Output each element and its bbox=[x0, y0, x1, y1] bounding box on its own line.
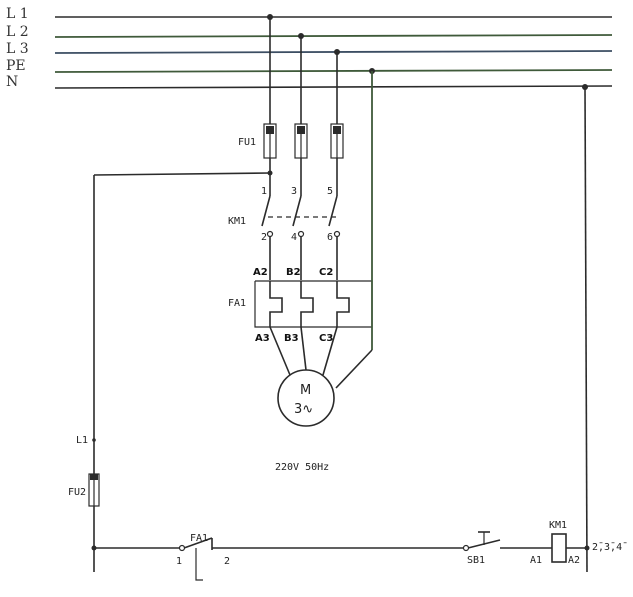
rail-l2 bbox=[54, 34, 613, 38]
km1-terminal-6: 6 bbox=[327, 232, 333, 243]
fa1-nc-contact bbox=[178, 537, 213, 581]
km1-terminal-4: 4 bbox=[291, 232, 297, 243]
supply-rating: 220V 50Hz bbox=[275, 462, 329, 473]
km1-coil bbox=[551, 533, 567, 563]
rail-label-l1: L 1 bbox=[6, 6, 29, 22]
rail-pe bbox=[54, 69, 613, 73]
fa1-label-b2: B2 bbox=[286, 267, 301, 278]
km1-terminal-1: 1 bbox=[261, 186, 267, 197]
km1-terminal-5: 5 bbox=[327, 186, 333, 197]
km1-terminal-3: 3 bbox=[291, 186, 297, 197]
fa1-label-c2: C2 bbox=[319, 267, 333, 278]
km1-coil-label: KM1 bbox=[549, 520, 567, 531]
fuse-fu1-label: FU1 bbox=[238, 137, 256, 148]
coil-terminal-a1: A1 bbox=[530, 555, 542, 566]
sb1-start-button bbox=[462, 531, 501, 552]
l1-tap-label: L1 bbox=[76, 435, 88, 446]
junction-neutral bbox=[584, 545, 590, 551]
wire-pe-motor bbox=[335, 349, 373, 389]
motor bbox=[277, 369, 335, 427]
rail-label-l3: L 3 bbox=[6, 41, 29, 57]
rail-label-n: N bbox=[6, 74, 18, 90]
sb1-label: SB1 bbox=[467, 555, 485, 566]
fa1-label-a2: A2 bbox=[253, 267, 268, 278]
coil-terminal-a2: A2 bbox=[568, 555, 580, 566]
fa1-contact-terminal-2: 2 bbox=[224, 556, 230, 567]
fuse-fu2 bbox=[88, 473, 100, 507]
control-tap-wire bbox=[93, 172, 271, 176]
fa1-contact-terminal-1: 1 bbox=[176, 556, 182, 567]
rail-n bbox=[54, 85, 613, 89]
aux-contacts-label: 2̄,3̄,4̄ bbox=[592, 542, 627, 553]
neutral-return bbox=[584, 86, 588, 573]
overload-relay-fa1 bbox=[254, 280, 373, 328]
fa1-label-c3: C3 bbox=[319, 333, 333, 344]
motor-label: M bbox=[300, 383, 311, 398]
rail-l3 bbox=[54, 50, 613, 54]
fa1-label: FA1 bbox=[228, 298, 246, 309]
fa1-label-a3: A3 bbox=[255, 333, 270, 344]
km1-terminal-2: 2 bbox=[261, 232, 267, 243]
rail-label-pe: PE bbox=[6, 58, 26, 74]
fa1-contact-label: FA1 bbox=[190, 533, 208, 544]
fa1-label-b3: B3 bbox=[284, 333, 299, 344]
wire-fa-motor-2 bbox=[300, 326, 307, 371]
rail-label-l2: L 2 bbox=[6, 24, 29, 40]
km1-label: KM1 bbox=[228, 216, 246, 227]
motor-phase-label: 3∿ bbox=[294, 402, 313, 417]
km1-main-contacts bbox=[261, 195, 341, 238]
l1-tap-marker bbox=[92, 438, 96, 442]
fuse-fu2-label: FU2 bbox=[68, 487, 86, 498]
fuse-fu1 bbox=[263, 123, 344, 159]
wire-fa-motor-1 bbox=[269, 326, 291, 376]
wire-fa-motor-3 bbox=[322, 326, 338, 376]
